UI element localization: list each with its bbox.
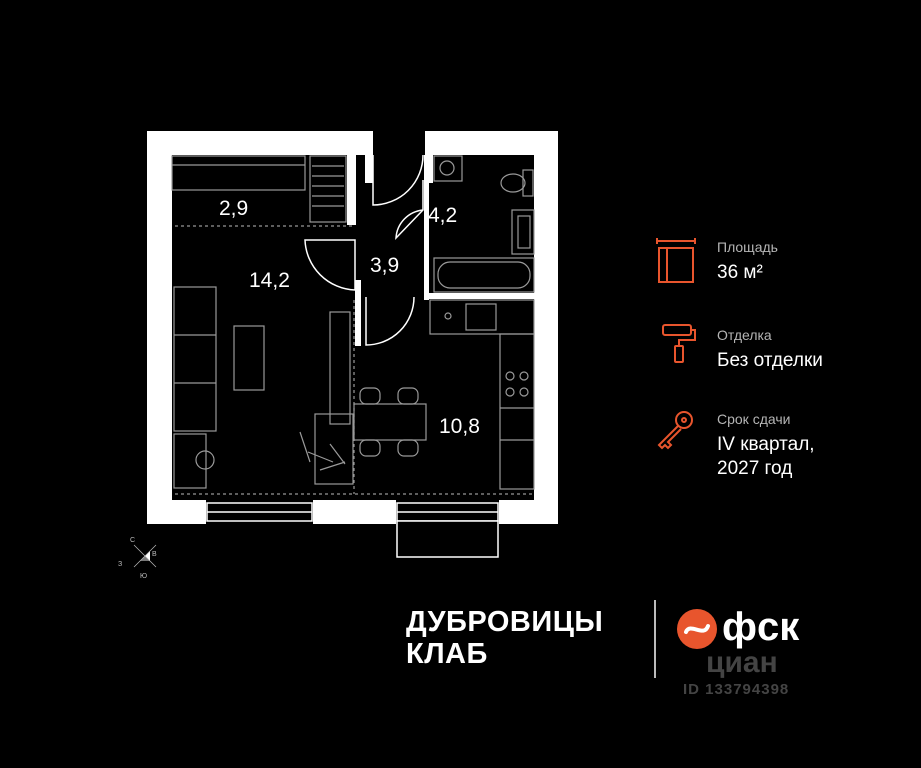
compass-icon: С В Ю З (118, 537, 157, 580)
compass-w: З (118, 561, 122, 568)
brand-divider (654, 600, 656, 678)
area-value: 36 м² (717, 262, 763, 283)
room-label-kitchen: 10,8 (439, 415, 480, 438)
room-label-hall: 3,9 (370, 254, 399, 277)
compass-e: В (152, 551, 157, 558)
deadline-line2: 2027 год (717, 458, 793, 479)
cian-watermark: циан (706, 646, 778, 679)
deadline-line1: IV квартал, (717, 434, 815, 455)
deadline-caption: Срок сдачи (717, 411, 791, 427)
compass-n: С (130, 537, 135, 544)
area-icon (656, 238, 696, 283)
brand-line2: КЛАБ (406, 638, 488, 670)
room-label-living: 14,2 (249, 269, 290, 292)
walls (147, 131, 558, 524)
finish-caption: Отделка (717, 327, 772, 343)
room-label-bathroom: 4,2 (428, 204, 457, 227)
room-label-wardrobe: 2,9 (219, 197, 248, 220)
info-finish: Отделка Без отделки (717, 327, 823, 373)
brand-line1: ДУБРОВИЦЫ (406, 606, 604, 638)
windows (206, 502, 499, 558)
project-brand: ДУБРОВИЦЫ КЛАБ (406, 606, 603, 670)
area-caption: Площадь (717, 239, 778, 255)
finish-value: Без отделки (717, 350, 823, 371)
fsk-logo-text: фск (722, 605, 800, 649)
living-furniture (173, 286, 354, 489)
fsk-logo-icon (677, 609, 717, 649)
roller-icon (662, 324, 696, 363)
doors (304, 154, 424, 346)
wardrobe-furniture (171, 155, 347, 223)
cian-id-watermark: ID 133794398 (683, 681, 790, 698)
bathroom-fixtures (433, 155, 535, 293)
compass-s: Ю (140, 573, 147, 580)
key-icon (657, 411, 693, 450)
info-area: Площадь 36 м² (717, 239, 778, 285)
info-deadline: Срок сдачи IV квартал, 2027 год (717, 411, 815, 481)
kitchen-furniture (353, 299, 535, 494)
